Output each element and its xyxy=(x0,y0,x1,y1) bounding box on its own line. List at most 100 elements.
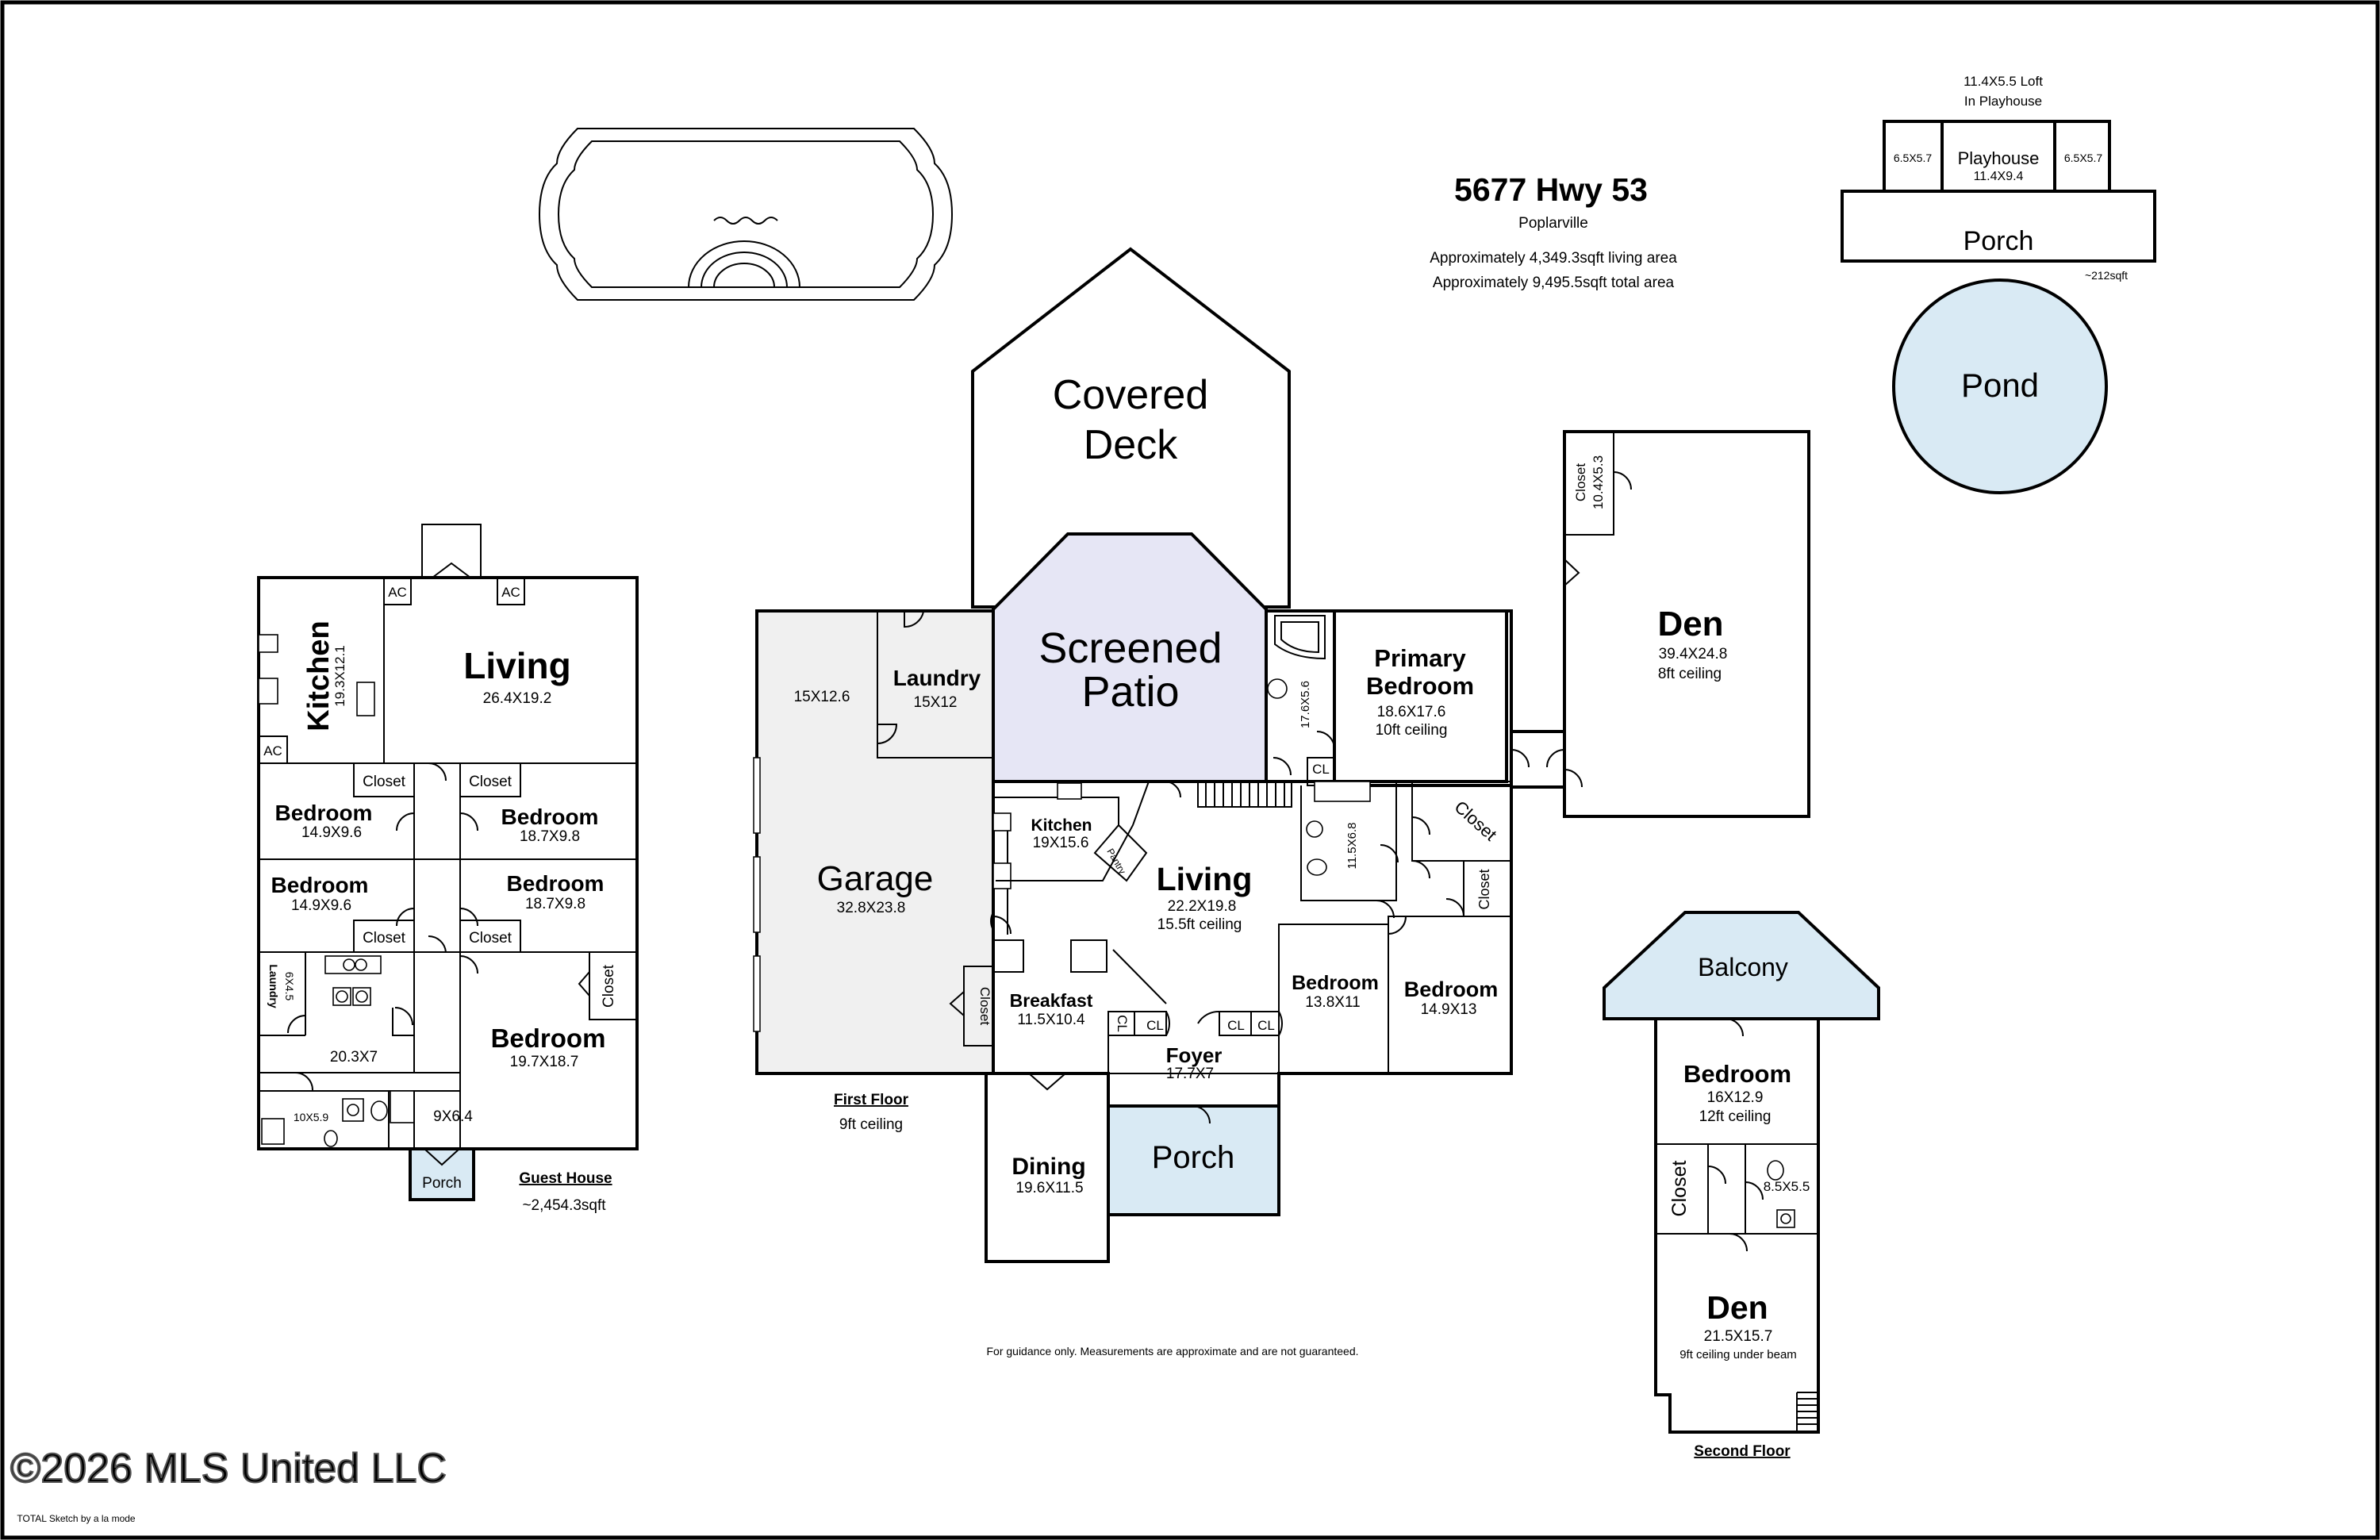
primary-cl-label: CL xyxy=(1312,762,1330,777)
city-label: Poplarville xyxy=(1518,215,1588,232)
den-closet xyxy=(1564,431,1614,536)
bedroom-a-dims: 13.8X11 xyxy=(1305,994,1360,1011)
balcony xyxy=(1603,911,1880,1020)
bedroom-b-label: Bedroom xyxy=(1404,977,1499,1001)
primary-bedroom-label: Primary xyxy=(1374,644,1466,672)
covered-deck-label-2: Deck xyxy=(1084,422,1178,468)
bedroom-14-9x13 xyxy=(1388,916,1512,1074)
garage-closet xyxy=(963,966,994,1047)
bedroom-a-label: Bedroom xyxy=(1292,972,1379,994)
guest-closet-2 xyxy=(459,762,521,797)
hall-closet-label: Closet xyxy=(1450,797,1500,844)
guest-ac-2-label: AC xyxy=(388,585,407,600)
upstairs-closet-label: Closet xyxy=(1668,1161,1691,1217)
entry-closet-cl-2: CL xyxy=(1146,1018,1164,1033)
guest-bedroom-5-dims: 19.7X18.7 xyxy=(510,1054,579,1070)
playhouse-side-right-dims: 6.5X5.7 xyxy=(2064,152,2102,164)
primary-closet-dims: 17.6X5.6 xyxy=(1299,681,1312,728)
guest-bedroom-2-label: Bedroom xyxy=(501,805,599,829)
guest-house-area: ~2,454.3sqft xyxy=(522,1197,606,1214)
first-floor-ceiling: 9ft ceiling xyxy=(839,1116,903,1133)
second-floor-shell xyxy=(1654,1017,1820,1434)
pool xyxy=(538,128,954,301)
primary-bath-dims: 11.5X6.8 xyxy=(1345,823,1359,870)
guest-closet-5 xyxy=(589,951,638,1020)
kitchen-label: Kitchen xyxy=(1031,816,1092,835)
primary-bedroom xyxy=(1333,609,1513,787)
disclaimer-text: For guidance only. Measurements are appr… xyxy=(986,1345,1358,1358)
guest-bath-dims: 20.3X7 xyxy=(330,1049,378,1066)
playhouse-porch-label: Porch xyxy=(1964,226,2034,256)
guest-bedroom-1-label: Bedroom xyxy=(275,801,373,825)
upstairs-den-dims: 21.5X15.7 xyxy=(1704,1328,1773,1345)
laundry-label: Laundry xyxy=(893,666,981,690)
guest-laundry-label: Laundry xyxy=(267,964,280,1008)
guest-closet-1 xyxy=(353,762,415,797)
entry-closet-cl-3: CL xyxy=(1227,1018,1245,1033)
guest-living-dims: 26.4X19.2 xyxy=(483,690,552,707)
guest-ac-3 xyxy=(497,577,525,605)
guest-kitchen-dims: 19.3X12.1 xyxy=(332,645,347,707)
upstairs-bath-dims: 8.5X5.5 xyxy=(1764,1179,1810,1194)
guest-bedroom-4-dims: 18.7X9.8 xyxy=(525,896,585,912)
guest-closet-2-label: Closet xyxy=(469,774,512,790)
living-area-label: Approximately 4,349.3sqft living area xyxy=(1430,250,1677,267)
primary-bedroom-ceiling: 10ft ceiling xyxy=(1376,722,1448,739)
covered-deck xyxy=(971,247,1291,609)
foyer-dims: 17.7X7 xyxy=(1166,1066,1214,1082)
guest-bedroom-3-label: Bedroom xyxy=(271,873,369,897)
playhouse-loft-label: 11.4X5.5 Loft xyxy=(1964,74,2043,89)
guest-laundry-dims: 6X4.5 xyxy=(283,972,296,1001)
guest-closet-5-label: Closet xyxy=(601,964,617,1008)
living-dims: 22.2X19.8 xyxy=(1168,898,1237,915)
first-floor-plan: Covered Deck Screened Patio 15X12.6 Gara… xyxy=(753,247,1810,1263)
second-floor-plan: Balcony Bedroom 16X12.9 12ft ceiling Clo… xyxy=(1603,911,1880,1460)
entry-closet-cl-1: CL xyxy=(1115,1015,1130,1032)
breakfast-dims: 11.5X10.4 xyxy=(1017,1012,1085,1028)
garage xyxy=(755,609,995,1075)
den-label: Den xyxy=(1657,605,1723,643)
guest-ac-3-label: AC xyxy=(501,585,520,600)
second-floor-title: Second Floor xyxy=(1694,1443,1791,1460)
guest-closet-3 xyxy=(353,920,415,953)
address-title: 5677 Hwy 53 xyxy=(1454,171,1648,208)
total-area-label: Approximately 9,495.5sqft total area xyxy=(1433,275,1675,291)
playhouse-plan: 11.4X5.5 Loft In Playhouse 6.5X5.7 6.5X5… xyxy=(1841,74,2156,282)
foyer-label: Foyer xyxy=(1166,1043,1223,1067)
guest-ac-1-label: AC xyxy=(263,743,282,758)
den-ceiling: 8ft ceiling xyxy=(1658,666,1722,682)
guest-bedroom-5-label: Bedroom xyxy=(491,1023,606,1053)
guest-hall-dims: 9X6.4 xyxy=(433,1108,473,1125)
hall-closet-2-label: Closet xyxy=(1476,869,1492,909)
credit-text: TOTAL Sketch by a la mode xyxy=(17,1513,136,1524)
den xyxy=(1563,430,1810,818)
guest-small-bath-dims: 10X5.9 xyxy=(294,1111,329,1123)
guest-porch-label: Porch xyxy=(422,1175,462,1192)
breakfast-wall xyxy=(993,939,1024,973)
stairs xyxy=(1197,781,1292,808)
upstairs-bedroom-label: Bedroom xyxy=(1683,1060,1791,1088)
playhouse-label: Playhouse xyxy=(1958,148,2040,168)
upstairs-bedroom-ceiling: 12ft ceiling xyxy=(1699,1108,1772,1125)
guest-porch xyxy=(409,1147,475,1201)
upstairs-bedroom-dims: 16X12.9 xyxy=(1707,1089,1764,1106)
guest-closet-1-label: Closet xyxy=(363,774,406,790)
den-connector xyxy=(1511,730,1564,789)
dining-label: Dining xyxy=(1012,1154,1085,1180)
garage-side-dims: 15X12.6 xyxy=(794,689,850,705)
dining-dims: 19.6X11.5 xyxy=(1015,1180,1083,1196)
den-closet-label: Closet xyxy=(1573,463,1588,501)
playhouse-area-label: ~212sqft xyxy=(2085,269,2128,282)
garage-label: Garage xyxy=(817,859,934,898)
living-ceiling: 15.5ft ceiling xyxy=(1157,916,1242,933)
guest-bedroom-4-label: Bedroom xyxy=(507,871,605,896)
pond-label: Pond xyxy=(1961,367,2039,404)
kitchen-dims: 19X15.6 xyxy=(1033,835,1089,851)
primary-bedroom-label-2: Bedroom xyxy=(1366,672,1474,700)
balcony-label: Balcony xyxy=(1698,953,1788,981)
entry-closet-cl-4: CL xyxy=(1257,1018,1275,1033)
kitchen-counter xyxy=(993,797,1119,825)
living-label: Living xyxy=(1157,861,1253,897)
